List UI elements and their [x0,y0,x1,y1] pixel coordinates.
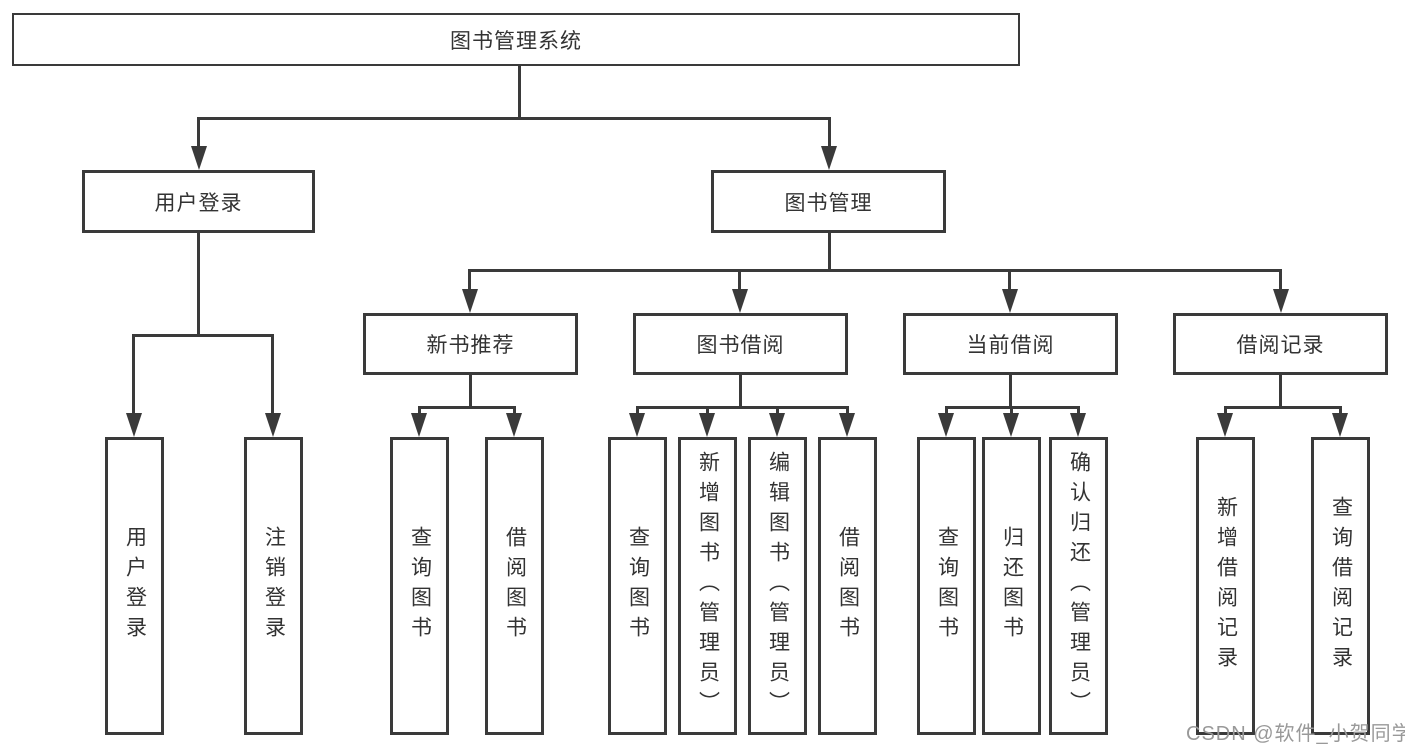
connector-stem [1279,269,1282,293]
connector-stem [197,233,200,337]
connector-stem [846,406,849,418]
arrowhead-icon [462,289,478,313]
node-add-book-admin: 新增图书（管理员） [678,437,737,735]
node-confirm-return-admin: 确认归还（管理员） [1049,437,1108,735]
node-label: 编辑图书（管理员） [766,451,790,721]
connector-stem [1008,269,1011,293]
connector-split [1224,406,1342,409]
node-query-books-recommend: 查询图书 [390,437,449,735]
node-label: 用户登录 [154,191,243,215]
node-label: 图书管理 [784,191,873,215]
arrowhead-icon [411,413,427,437]
connector-stem [271,334,274,416]
connector-stem [418,406,421,418]
node-user-login-leaf: 用户登录 [105,437,164,735]
arrowhead-icon [839,413,855,437]
connector-stem [636,406,639,418]
arrowhead-icon [1217,413,1233,437]
node-edit-book-admin: 编辑图书（管理员） [748,437,807,735]
connector-stem [739,375,742,409]
connector-stem [828,117,831,149]
arrowhead-icon [938,413,954,437]
node-return-book: 归还图书 [982,437,1041,735]
arrowhead-icon [265,413,281,437]
connector-root-stem [518,66,521,119]
node-borrowing-records: 借阅记录 [1173,313,1388,375]
node-label: 查询图书 [626,526,650,646]
node-label: 查询图书 [408,526,432,646]
connector-stem [468,269,471,293]
connector-stem [706,406,709,418]
arrowhead-icon [1002,289,1018,313]
arrowhead-icon [699,413,715,437]
connector-split [132,334,274,337]
node-query-borrow-record: 查询借阅记录 [1311,437,1370,735]
connector-stem [197,117,200,149]
connector-stem [1077,406,1080,418]
node-logout: 注销登录 [244,437,303,735]
node-label: 借阅图书 [503,526,527,646]
connector-stem [1339,406,1342,418]
node-label: 查询借阅记录 [1329,496,1353,676]
node-borrow-books: 借阅图书 [818,437,877,735]
node-current-borrowing: 当前借阅 [903,313,1118,375]
arrowhead-icon [126,413,142,437]
node-label: 当前借阅 [966,334,1055,357]
node-label: 图书借阅 [696,334,785,357]
node-label: 借阅图书 [836,526,860,646]
node-user-login: 用户登录 [82,170,315,233]
connector-stem [776,406,779,418]
node-borrow-books-recommend: 借阅图书 [485,437,544,735]
node-label: 新增图书（管理员） [696,451,720,721]
connector-root-split [197,117,831,120]
node-label: 用户登录 [123,526,147,646]
connector-stem [469,375,472,409]
node-label: 归还图书 [1000,526,1024,646]
connector-stem [738,269,741,293]
arrowhead-icon [191,146,207,170]
node-label: 图书管理系统 [450,29,582,53]
node-book-borrowing: 图书借阅 [633,313,848,375]
arrowhead-icon [1332,413,1348,437]
arrowhead-icon [769,413,785,437]
connector-stem [132,334,135,416]
connector-stem [1009,375,1012,409]
arrowhead-icon [1070,413,1086,437]
node-label: 新增借阅记录 [1214,496,1238,676]
node-label: 确认归还（管理员） [1067,451,1091,721]
node-label: 查询图书 [935,526,959,646]
node-new-book-recommendation: 新书推荐 [363,313,578,375]
connector-stem [945,406,948,418]
connector-stem [1010,406,1013,418]
arrowhead-icon [1003,413,1019,437]
node-query-books-borrowing: 查询图书 [608,437,667,735]
arrowhead-icon [629,413,645,437]
arrowhead-icon [732,289,748,313]
arrowhead-icon [821,146,837,170]
node-label: 新书推荐 [426,334,515,357]
node-library-management-system: 图书管理系统 [12,13,1020,66]
node-label: 借阅记录 [1236,334,1325,357]
connector-stem [513,406,516,418]
connector-split [418,406,516,409]
node-add-borrow-record: 新增借阅记录 [1196,437,1255,735]
csdn-watermark: CSDN @软件_小贺同学 [1186,723,1405,745]
connector-stem [1279,375,1282,409]
connector-split [469,269,1282,272]
connector-stem [1224,406,1227,418]
connector-stem [828,233,831,272]
node-query-books-current: 查询图书 [917,437,976,735]
node-book-management: 图书管理 [711,170,946,233]
arrowhead-icon [506,413,522,437]
node-label: 注销登录 [262,526,286,646]
connector-split [636,406,849,409]
arrowhead-icon [1273,289,1289,313]
